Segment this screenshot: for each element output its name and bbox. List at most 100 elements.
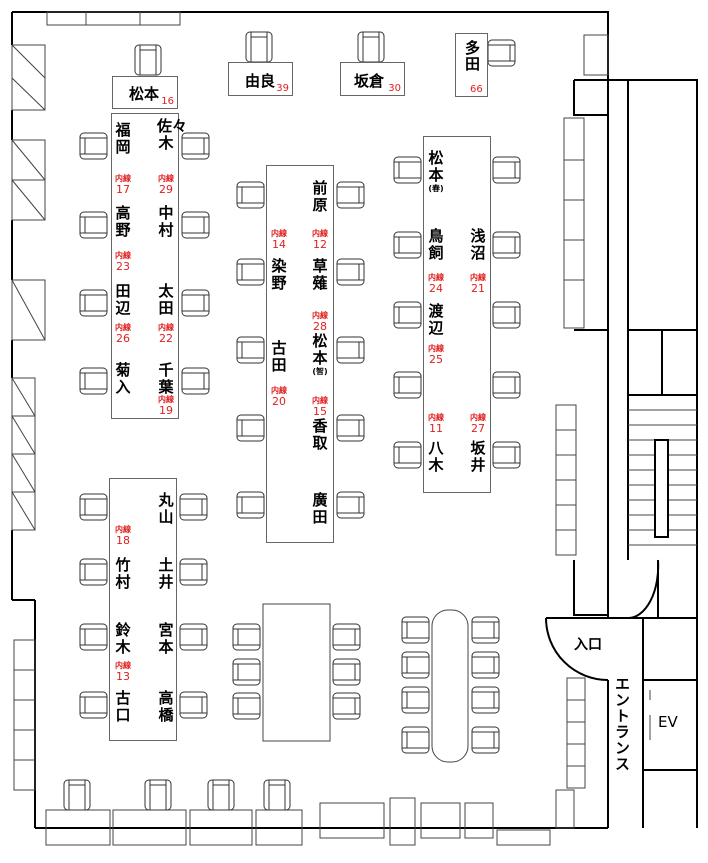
chair-icon: [332, 692, 361, 720]
extension-number: 11: [429, 422, 443, 435]
desk-matsumoto: 松本 16: [112, 76, 178, 109]
extension-prefix: 内線: [271, 229, 287, 238]
chair-icon: [357, 31, 385, 63]
chair-icon: [79, 558, 108, 586]
extension-prefix: 内線: [470, 413, 486, 422]
chair-icon: [181, 132, 210, 160]
seat-name: 松本: [428, 149, 444, 184]
desk-yura: 由良 39: [228, 62, 293, 96]
chair-icon: [232, 658, 261, 686]
chair-icon: [492, 441, 521, 469]
extension-number: 24: [429, 282, 443, 295]
seat-name: 古田: [271, 339, 287, 374]
chair-icon: [471, 726, 500, 754]
chair-icon: [332, 658, 361, 686]
chair-icon: [79, 211, 108, 239]
chair-icon: [263, 779, 291, 811]
extension-prefix: 内線: [470, 273, 486, 282]
seat-name: 坂井: [470, 439, 486, 474]
chair-icon: [179, 558, 208, 586]
chair-icon: [79, 289, 108, 317]
seat-name: 宮本: [158, 621, 174, 656]
seat-name-label: 香取: [311, 418, 329, 452]
seat-name-label: 高橋: [157, 690, 175, 724]
chair-icon: [232, 623, 261, 651]
extension-number: 13: [116, 670, 130, 683]
seat-name-label: 古田: [270, 340, 288, 374]
chair-icon: [79, 623, 108, 651]
extension-number: 29: [159, 183, 173, 196]
extension-prefix: 内線: [271, 386, 287, 395]
seat-name: 丸山: [158, 491, 174, 526]
desk-group-b: [266, 165, 334, 543]
extension-prefix: 内線: [428, 344, 444, 353]
chair-icon: [487, 39, 516, 67]
chair-icon: [492, 156, 521, 184]
extension-number: 26: [116, 332, 130, 345]
chair-icon: [179, 623, 208, 651]
chair-icon: [393, 301, 422, 329]
seat-name: 松本: [129, 85, 160, 103]
chair-icon: [393, 231, 422, 259]
extension-number: 23: [116, 260, 130, 273]
seat-name-label: 渡辺: [427, 303, 445, 337]
extension-prefix: 内線: [115, 661, 131, 670]
chair-icon: [393, 156, 422, 184]
seat-name: 太田: [158, 282, 174, 317]
seat-name: 香取: [312, 417, 328, 452]
chair-icon: [236, 181, 265, 209]
chair-icon: [236, 414, 265, 442]
chair-icon: [336, 336, 365, 364]
seat-name: 土井: [158, 556, 174, 591]
chair-icon: [181, 289, 210, 317]
entrance-door-label: 入口: [574, 637, 602, 653]
seat-name: 渡辺: [428, 302, 444, 337]
extension-number: 21: [471, 282, 485, 295]
extension-number: 16: [161, 96, 174, 107]
chair-icon: [79, 367, 108, 395]
extension-prefix: 内線: [428, 273, 444, 282]
chair-icon: [336, 491, 365, 519]
seat-name: 古口: [115, 689, 131, 724]
chair-icon: [144, 779, 172, 811]
chair-icon: [232, 692, 261, 720]
seat-name: 菊入: [115, 361, 131, 396]
extension-number: 22: [159, 332, 173, 345]
chair-icon: [393, 371, 422, 399]
seat-name: 草薙: [312, 257, 328, 292]
seat-name-label: 松本(智): [311, 333, 329, 377]
chair-icon: [236, 258, 265, 286]
extension-number: 28: [313, 320, 327, 333]
chair-icon: [401, 651, 430, 679]
seat-name: 前原: [312, 179, 328, 214]
seat-name-label: 古口: [114, 690, 132, 724]
seat-name: 鈴木: [115, 621, 131, 656]
chair-icon: [332, 623, 361, 651]
extension-number: 12: [313, 238, 327, 251]
extension-prefix: 内線: [158, 323, 174, 332]
extension-number: 18: [116, 534, 130, 547]
chair-icon: [492, 231, 521, 259]
chair-icon: [79, 493, 108, 521]
desk-group-a: [111, 113, 179, 419]
chair-icon: [401, 616, 430, 644]
seat-name: 佐々木: [157, 117, 188, 152]
chair-icon: [471, 686, 500, 714]
seat-name: 坂倉: [354, 72, 385, 90]
seat-name-label: 染野: [270, 258, 288, 292]
seat-name: 高橋: [158, 689, 174, 724]
seat-name-label: 坂井: [469, 440, 487, 474]
